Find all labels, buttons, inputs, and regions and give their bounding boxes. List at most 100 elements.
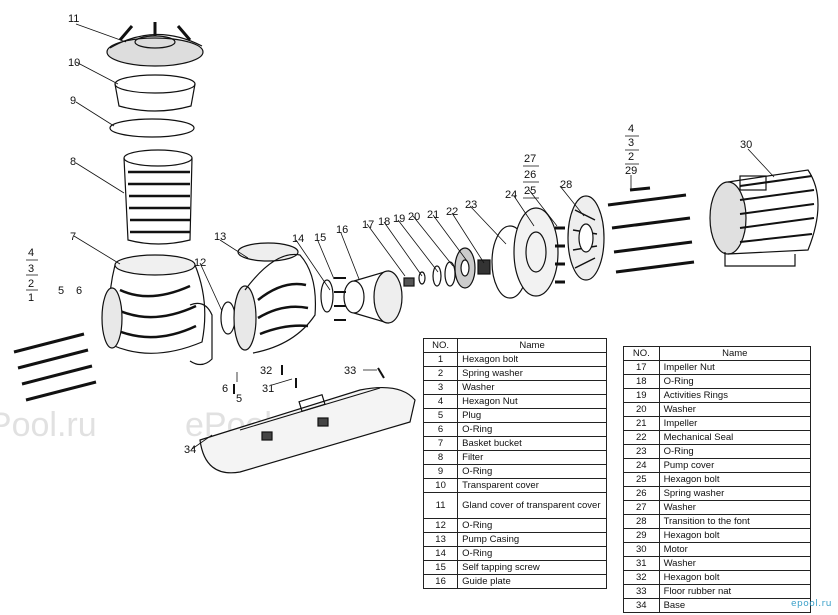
part-number: 24 <box>623 458 660 473</box>
part-name: Impeller Nut <box>658 360 812 375</box>
bolt-part <box>233 365 385 394</box>
callout-10: 10 <box>68 57 80 69</box>
part-number: 3 <box>422 380 459 395</box>
part-number: 15 <box>422 560 459 575</box>
site-logo: epool.ru <box>790 599 832 609</box>
callout-29: 29 <box>625 165 637 177</box>
part-number: 13 <box>422 532 459 547</box>
callout-21: 21 <box>427 209 439 221</box>
part-number: 18 <box>623 374 660 389</box>
callout-17: 17 <box>362 219 374 231</box>
part-name: Hexagon bolt <box>658 570 812 585</box>
callout-34: 34 <box>184 444 196 456</box>
part-number: 12 <box>422 518 459 533</box>
callout-24: 24 <box>505 189 517 201</box>
column-header-no: NO. <box>422 338 459 353</box>
part-number: 31 <box>623 556 660 571</box>
part-number: 5 <box>422 408 459 423</box>
screw-part <box>334 277 346 321</box>
pump-cover-part <box>513 207 559 297</box>
part-callouts: 11 10 9 8 7 4 3 2 1 5 6 12 13 14 15 16 1… <box>28 13 752 456</box>
motor-part <box>709 169 819 267</box>
callout-left-2: 2 <box>28 278 34 290</box>
callout-18: 18 <box>378 216 390 228</box>
base-part <box>199 387 416 474</box>
part-number: 2 <box>422 366 459 381</box>
callout-32: 32 <box>260 365 272 377</box>
o-ring-part <box>109 118 195 138</box>
callout-underlines <box>26 135 639 291</box>
part-number: 30 <box>623 542 660 557</box>
part-number: 14 <box>422 546 459 561</box>
part-name: Hexagon bolt <box>658 528 812 543</box>
part-number: 28 <box>623 514 660 529</box>
part-name: Transparent cover <box>457 478 607 493</box>
part-name: O-Ring <box>457 546 607 561</box>
impeller-part <box>454 247 476 289</box>
callout-22: 22 <box>446 206 458 218</box>
callout-5: 5 <box>58 285 64 297</box>
part-name: Spring washer <box>658 486 812 501</box>
callout-12: 12 <box>194 257 206 269</box>
callout-30: 30 <box>740 139 752 151</box>
column-header-name: Name <box>658 346 812 361</box>
callout-13: 13 <box>214 231 226 243</box>
strainer-pot-part <box>101 254 213 366</box>
part-name: Pump cover <box>658 458 812 473</box>
callout-left-4: 4 <box>28 247 34 259</box>
callout-6-lower: 6 <box>222 383 228 395</box>
part-number: 32 <box>623 570 660 585</box>
part-name: Basket bucket <box>457 436 607 451</box>
part-name: Base <box>658 598 812 613</box>
part-number: 20 <box>623 402 660 417</box>
part-number: 7 <box>422 436 459 451</box>
part-name: Spring washer <box>457 366 607 381</box>
part-number: 4 <box>422 394 459 409</box>
part-number: 1 <box>422 352 459 367</box>
part-name: Plug <box>457 408 607 423</box>
o-ring-part <box>220 301 236 335</box>
part-name: Hexagon bolt <box>457 352 607 367</box>
part-name: Motor <box>658 542 812 557</box>
callout-26: 26 <box>524 169 536 181</box>
part-name: Filter <box>457 450 607 465</box>
part-name: Mechanical Seal <box>658 430 812 445</box>
long-bolt-part <box>607 186 695 274</box>
callout-19: 19 <box>393 213 405 225</box>
part-name: O-Ring <box>658 374 812 389</box>
table-header-row: NO. Name <box>422 338 607 353</box>
o-ring-part <box>418 271 426 285</box>
callout-5-lower: 5 <box>236 393 242 405</box>
filter-basket-part <box>123 149 193 245</box>
guide-plate-part <box>343 270 403 324</box>
mechanical-seal-part <box>477 259 491 275</box>
part-name: Hexagon Nut <box>457 394 607 409</box>
callout-7: 7 <box>70 231 76 243</box>
o-ring-part <box>320 279 334 313</box>
part-name: Self tapping screw <box>457 560 607 575</box>
part-number: 22 <box>623 430 660 445</box>
part-name: Washer <box>658 402 812 417</box>
callout-left-3: 3 <box>28 263 34 275</box>
